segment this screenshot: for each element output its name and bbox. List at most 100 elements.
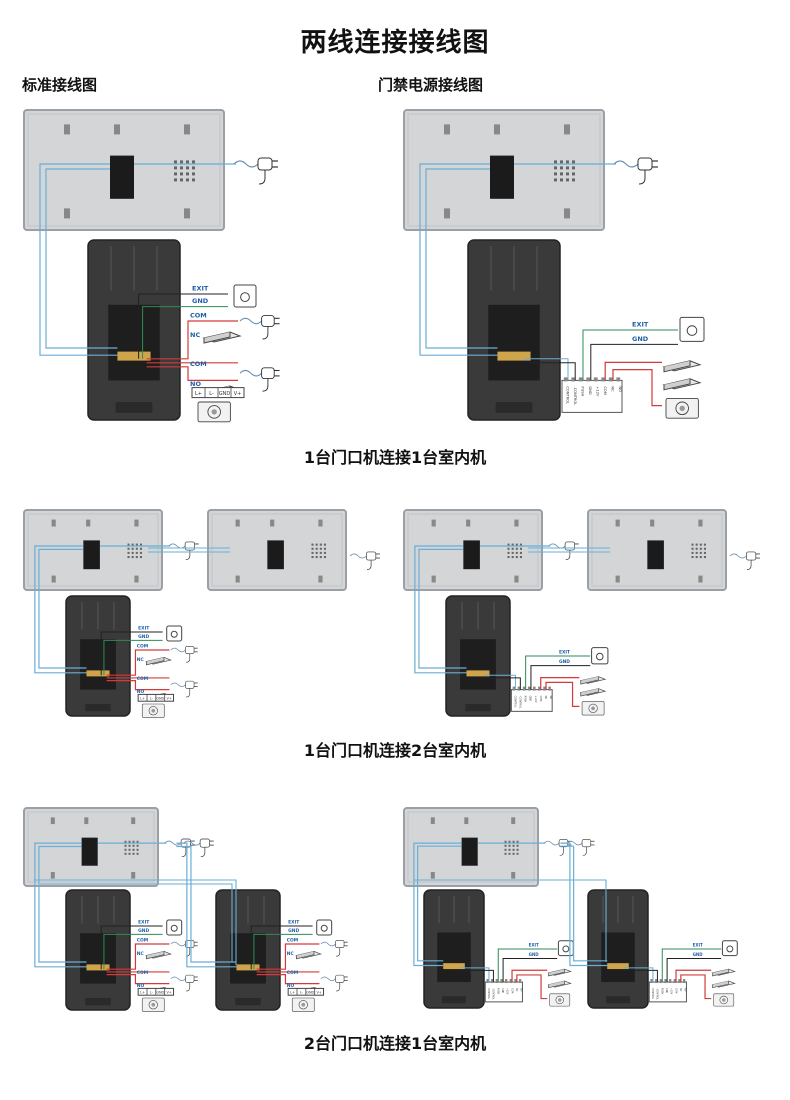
- speaker-hole: [319, 543, 322, 546]
- speaker-hole: [132, 852, 135, 855]
- mount-slot: [64, 124, 70, 135]
- exit-button-plate: [316, 919, 333, 936]
- lock-core: [722, 998, 726, 1002]
- plug-cord: [186, 653, 191, 663]
- terminal-label: V+: [167, 696, 172, 700]
- power-supply-terminal: [486, 979, 489, 984]
- door-station-terminal-area: [601, 932, 635, 983]
- speaker-hole: [132, 840, 135, 843]
- speaker-hole: [699, 543, 702, 546]
- electric-bolt-lock-icon: [711, 968, 736, 977]
- lock-side: [712, 969, 729, 977]
- monitor-bezel: [407, 811, 535, 883]
- door-station-foot: [442, 996, 466, 1004]
- power-supply-body: [484, 981, 523, 1003]
- lock-core: [151, 1002, 156, 1007]
- exit-button-plate: [233, 284, 257, 308]
- monitor-terminal-block: [267, 540, 284, 570]
- lock-side: [145, 657, 165, 666]
- com-wire: [604, 361, 662, 381]
- speaker-hole: [515, 556, 518, 559]
- speaker-hole: [135, 547, 138, 550]
- power-supply-terminal-label: +12V: [670, 988, 673, 995]
- power-supply-terminal: [586, 377, 591, 382]
- lock-side: [548, 980, 565, 989]
- electric-bolt-lock-icon: [547, 968, 572, 977]
- bus-wire-b: [45, 168, 118, 349]
- speaker-hole: [691, 551, 694, 554]
- no-label: NO: [190, 380, 201, 388]
- speaker-hole: [311, 551, 314, 554]
- exit-button-icon: [679, 316, 705, 342]
- speaker-hole: [554, 166, 557, 170]
- control-wire-2: [484, 677, 521, 690]
- lock-power-plug-icon-2: [320, 974, 348, 992]
- door-station-terminal-area: [108, 304, 160, 381]
- exit-button-plate: [679, 316, 705, 342]
- exit-button-press: [170, 630, 178, 638]
- power-supply-terminal: [601, 377, 606, 382]
- monitor-terminal-block: [490, 155, 514, 199]
- lock-side: [295, 951, 315, 960]
- cable-coil: [613, 160, 639, 168]
- cable-coil: [170, 941, 186, 947]
- door-station-connector: [497, 351, 531, 361]
- monitor-power-plug-icon: [613, 157, 658, 185]
- mount-slot: [514, 519, 519, 527]
- plug-body: [581, 839, 592, 848]
- no-wire: [516, 974, 548, 1000]
- power-supply-terminal: [518, 979, 522, 984]
- exit-label: EXIT: [138, 626, 149, 632]
- nc-label: NC: [287, 951, 294, 957]
- outdoor-station-3c: [423, 889, 485, 1009]
- plug-body: [564, 541, 575, 551]
- speaker-hole: [131, 543, 134, 546]
- speaker-hole: [511, 547, 514, 550]
- speaker-hole: [554, 160, 557, 164]
- exit-button-icon: [557, 940, 574, 957]
- speaker-hole: [136, 852, 139, 855]
- com-wire: [675, 969, 712, 983]
- monitor-power-plug-icon: [548, 541, 579, 560]
- gnd-wire: [530, 665, 591, 690]
- power-supply-terminal: [669, 979, 672, 984]
- terminal-label: V+: [167, 990, 172, 994]
- power-supply-terminal: [491, 979, 494, 984]
- terminal-label: L+: [195, 391, 202, 397]
- monitor-bezel: [407, 113, 601, 227]
- control-wire: [624, 967, 654, 983]
- mount-slot: [431, 575, 436, 583]
- monitor-power-plug-icon: [566, 839, 595, 856]
- lock-cylinder: [148, 706, 158, 716]
- monitor-bezel: [407, 513, 539, 587]
- monitor-terminal-block: [461, 837, 478, 866]
- exit-label: EXIT: [192, 284, 209, 292]
- speaker-hole: [180, 166, 183, 170]
- speaker-hole: [127, 551, 130, 554]
- speaker-hole: [174, 160, 177, 164]
- speaker-hole: [127, 543, 130, 546]
- speaker-hole: [572, 172, 575, 176]
- exit-button-icon: [721, 940, 738, 957]
- cable-coil: [729, 553, 747, 559]
- control-wire: [484, 674, 516, 690]
- mount-slot: [698, 575, 703, 583]
- mount-slot: [650, 519, 655, 527]
- speaker-hole: [508, 844, 511, 847]
- power-supply-terminal-label: NC: [515, 988, 518, 992]
- monitor2-power-plug-icon: [349, 551, 380, 570]
- plug-cord: [336, 947, 341, 957]
- plug-body: [335, 974, 345, 983]
- lock-side: [712, 980, 729, 989]
- outdoor-station-3a: [65, 889, 131, 1011]
- terminal-label: L+: [290, 990, 295, 994]
- speaker-hole: [699, 556, 702, 559]
- power-supply-terminal: [664, 979, 667, 984]
- speaker-hole: [124, 840, 127, 843]
- standard-diagram-heading: 标准接线图: [22, 76, 98, 94]
- mount-slot: [134, 519, 139, 527]
- power-supply-terminal-label: NC: [544, 696, 547, 700]
